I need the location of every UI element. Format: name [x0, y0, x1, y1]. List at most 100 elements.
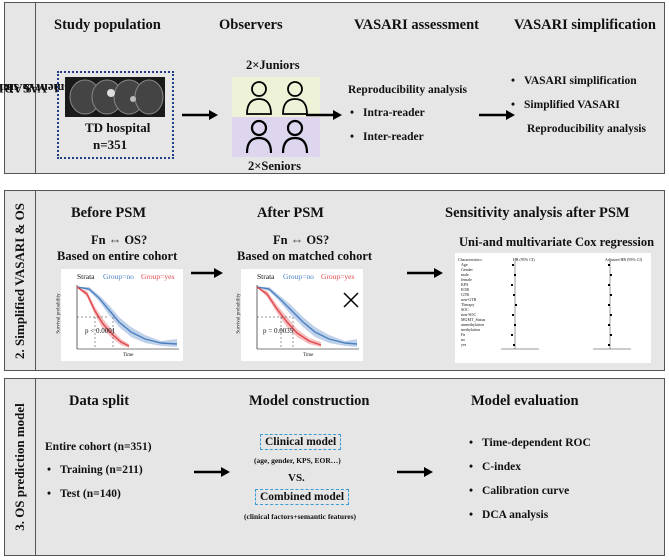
reproducibility-subheading: Reproducibility analysis [348, 84, 467, 96]
cox-regression-subheading: Uni-and multivariate Cox regression [459, 235, 655, 249]
vasari-simplification-heading: VASARI simplification [514, 17, 656, 33]
juniors-label: 2×Juniors [246, 58, 300, 72]
km-before-ylabel: Survival probability [56, 293, 62, 334]
forest-row-label: male [461, 272, 469, 277]
study-population-heading: Study population [54, 17, 161, 33]
forest-plot-table: HR (95% CI) Adjusted HR (95% CI) Charact… [455, 253, 651, 363]
clinical-model-box: Clinical model [260, 434, 342, 450]
junior-person-icon [282, 81, 308, 115]
forest-row-label: KPS [461, 282, 469, 287]
c-index-item: C-index [469, 461, 521, 473]
forest-row-label: female [461, 277, 472, 282]
forest-point-marker [610, 274, 612, 276]
cross-mark-icon [343, 292, 359, 308]
juniors-box [232, 77, 320, 117]
seniors-box [232, 117, 320, 157]
forest-point-marker [610, 334, 612, 336]
forest-row-label: non-SOC [461, 312, 477, 317]
vs-label: VS. [288, 472, 305, 484]
km-plot-after: Strata Group=no Group=yes p = 0.0035 Sur… [237, 269, 363, 361]
observers-heading: Observers [219, 17, 283, 33]
model-evaluation-heading: Model evaluation [471, 393, 579, 409]
forest-point-marker [608, 324, 610, 326]
senior-person-icon [245, 119, 273, 154]
sensitivity-heading: Sensitivity analysis after PSM [445, 205, 630, 221]
forest-point-marker [512, 314, 514, 316]
simplified-vasari-item: Simplified VASARI [511, 99, 620, 111]
after-psm-question: Fn ⇔ OS? [273, 233, 330, 247]
panel2-side-label: 2. Simplified VASARI & OS [5, 191, 36, 370]
forest-row-label: Fn [461, 332, 466, 337]
km-group-a-label: Group=no [103, 272, 134, 281]
dca-analysis-item: DCA analysis [469, 509, 548, 521]
km-strata-label: Strata [257, 272, 275, 281]
forest-point-marker [515, 304, 517, 306]
km-group-b-label: Group=yes [141, 272, 175, 281]
km-before-xlabel: Time [123, 353, 134, 358]
forest-row-label: no [461, 337, 465, 342]
forest-point-marker [608, 284, 610, 286]
before-psm-basis: Based on entire cohort [57, 249, 178, 263]
combined-model-box: Combined model [255, 489, 350, 505]
junior-person-icon [246, 81, 272, 115]
km-group-b-label: Group=yes [321, 272, 355, 281]
panel2-side-text: 2. Simplified VASARI & OS [12, 202, 27, 359]
arrow-2b [407, 268, 443, 278]
forest-point-marker [513, 294, 515, 296]
clinical-model-note: (age, gender, KPS, EOR…) [254, 456, 341, 465]
panel3-side-text: 3. OS prediction model [12, 403, 27, 531]
forest-point-marker [610, 314, 612, 316]
simplified-reproducibility-item: Reproducibility analysis [527, 123, 646, 135]
forest-row-label: Gender [461, 267, 473, 272]
km-group-a-label: Group=no [283, 272, 314, 281]
forest-point-marker [513, 344, 515, 346]
forest-row-label: Age [461, 262, 468, 267]
forest-row-label: Characteristics [458, 257, 482, 262]
training-item: Training (n=211) [47, 464, 143, 476]
seniors-label: 2×Seniors [248, 159, 301, 173]
km-after-xlabel: Time [303, 353, 314, 358]
hospital-label: TD hospital [85, 120, 151, 135]
arrow-1b [306, 110, 342, 120]
km-after-pvalue: p = 0.0035 [263, 327, 294, 335]
forest-row-label: yes [461, 342, 467, 347]
km-curves-after [256, 285, 359, 350]
forest-row-label: methylation [461, 327, 481, 332]
test-item: Test (n=140) [47, 488, 121, 500]
forest-row-label: GTR [461, 292, 469, 297]
arrow-3b [397, 467, 433, 477]
forest-point-marker [608, 344, 610, 346]
vasari-assessment-heading: VASARI assessment [354, 17, 480, 33]
data-split-heading: Data split [69, 393, 130, 409]
panel-os-prediction-model: 3. OS prediction model Data split Entire… [4, 378, 665, 556]
combined-model-note: (clinical factors+semantic features) [244, 512, 357, 521]
mri-slices-image [65, 77, 165, 117]
intra-reader-item: Intra-reader [350, 107, 425, 119]
arrow-1a [182, 110, 218, 120]
before-psm-heading: Before PSM [71, 205, 147, 221]
after-psm-heading: After PSM [257, 205, 324, 221]
mri-image-box: TD hospital n=351 [57, 71, 174, 159]
time-dependent-roc-item: Time-dependent ROC [469, 437, 591, 449]
km-curves-before [76, 285, 179, 350]
arrow-2a [191, 268, 223, 278]
forest-point-marker [610, 294, 612, 296]
km-strata-label: Strata [77, 272, 95, 281]
entire-cohort-label: Entire cohort (n=351) [45, 441, 152, 453]
forest-lines [501, 261, 631, 350]
forest-row-label: non-GTR [461, 297, 477, 302]
forest-point-marker [512, 264, 514, 266]
simplification-item: VASARI simplification [511, 75, 637, 87]
km-after-ylabel: Survival probability [236, 293, 242, 334]
km-before-pvalue: p < 0.0001 [85, 327, 116, 335]
forest-point-marker [511, 284, 513, 286]
before-psm-question: Fn ⇔ OS? [91, 233, 148, 247]
model-construction-heading: Model construction [249, 393, 370, 409]
forest-point-marker [511, 334, 513, 336]
forest-header-adj: Adjusted HR (95% CI) [605, 257, 642, 262]
inter-reader-item: Inter-reader [350, 131, 424, 143]
forest-row-label: MGMT_Status [461, 317, 486, 322]
panel-simplified-vasari-os: 2. Simplified VASARI & OS Before PSM Fn … [4, 190, 665, 371]
arrow-1c [479, 110, 515, 120]
forest-row-label: EOR [461, 287, 469, 292]
